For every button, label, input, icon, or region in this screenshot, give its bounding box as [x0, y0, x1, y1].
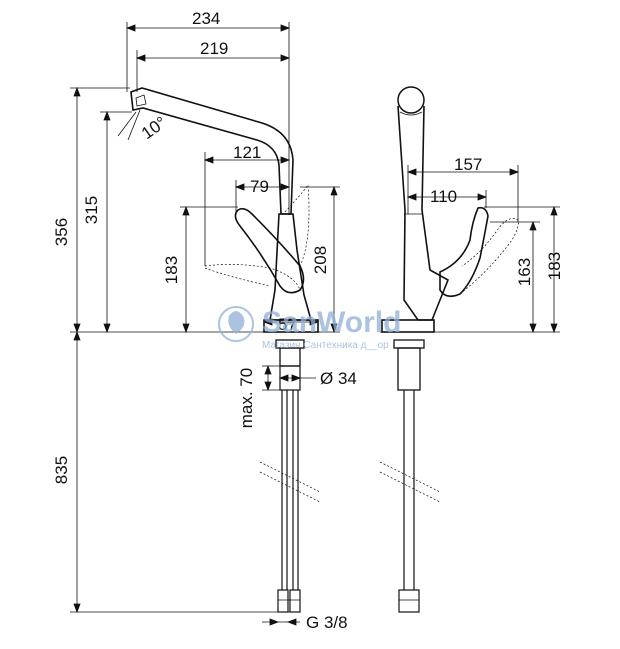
dim-835: 835 — [52, 456, 71, 484]
dim-315: 315 — [82, 196, 101, 224]
dim-10-deg: 10° — [138, 113, 170, 143]
dim-163: 163 — [515, 258, 534, 286]
watermark-brand: SanWorld — [262, 306, 401, 339]
dim-57: 57 — [278, 315, 297, 334]
dim-diameter-34: Ø 34 — [320, 369, 357, 388]
dim-79: 79 — [250, 177, 269, 196]
dim-121: 121 — [233, 143, 261, 162]
dim-110: 110 — [430, 187, 457, 206]
watermark-tagline: Магазин Сантехника д__ор — [262, 340, 389, 351]
dim-219: 219 — [200, 39, 228, 58]
dim-max-70: max. 70 — [237, 368, 256, 428]
dim-356: 356 — [52, 218, 71, 246]
dim-183-left: 183 — [162, 256, 181, 284]
watermark: SanWorld Магазин Сантехника д__ор — [218, 306, 401, 351]
dim-208: 208 — [311, 246, 330, 274]
dim-thread-g38: G 3/8 — [306, 613, 348, 632]
dim-157: 157 — [454, 155, 482, 174]
watermark-logo — [218, 306, 254, 342]
dim-234: 234 — [192, 9, 220, 28]
side-view-faucet — [379, 86, 519, 613]
dim-183-right: 183 — [545, 252, 564, 280]
dimension-lines — [70, 22, 560, 626]
